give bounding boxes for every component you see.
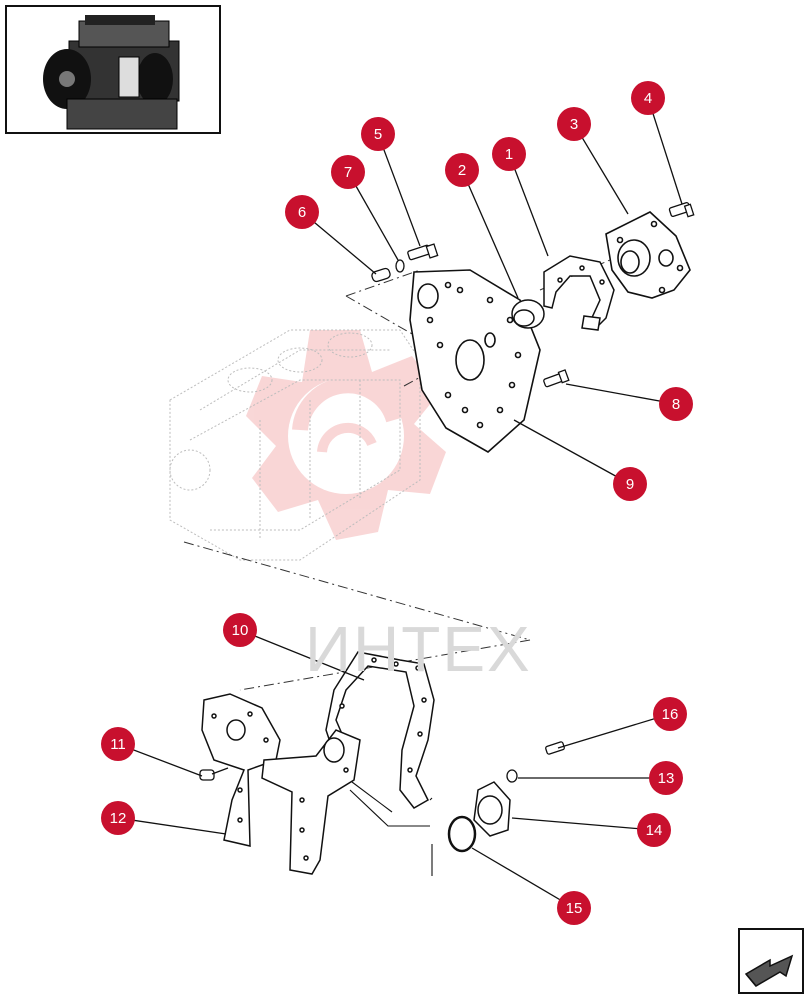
callout-3: 3 (557, 107, 591, 141)
pin-part-6 (371, 267, 391, 283)
svg-text:4: 4 (644, 90, 652, 107)
callout-7: 7 (331, 155, 365, 189)
engine-thumbnail (5, 5, 221, 134)
bolt-part-8 (543, 369, 570, 388)
cover-part-14 (473, 781, 511, 837)
watermark-text: ИНТЕХ (305, 613, 532, 685)
svg-text:2: 2 (458, 162, 466, 179)
svg-text:13: 13 (658, 770, 675, 787)
next-page-button[interactable] (738, 928, 804, 994)
svg-text:16: 16 (662, 706, 679, 723)
svg-text:6: 6 (298, 204, 306, 221)
svg-text:11: 11 (110, 736, 126, 753)
nut-part-13 (506, 769, 518, 783)
bracket-part-1 (543, 255, 615, 331)
callout-10: 10 (223, 613, 257, 647)
callout-5: 5 (361, 117, 395, 151)
callout-13: 13 (649, 761, 683, 795)
svg-text:12: 12 (110, 810, 127, 827)
svg-text:3: 3 (570, 116, 578, 133)
reference-lines (349, 781, 433, 876)
callout-14: 14 (637, 813, 671, 847)
o-ring-part-15 (447, 815, 477, 853)
callout-9: 9 (613, 467, 647, 501)
next-page-arrow-icon (744, 954, 794, 987)
callout-4: 4 (631, 81, 665, 115)
callout-6: 6 (285, 195, 319, 229)
engine-block-outline (169, 329, 421, 561)
callout-2: 2 (445, 153, 479, 187)
svg-text:1: 1 (505, 146, 513, 163)
bolt-part-5 (407, 243, 439, 261)
seal-part-2 (511, 299, 545, 329)
callout-8: 8 (659, 387, 693, 421)
callout-16: 16 (653, 697, 687, 731)
svg-text:9: 9 (626, 476, 634, 493)
svg-text:10: 10 (232, 622, 249, 639)
front-plate-part-12 (201, 693, 361, 875)
engine-thumbnail-icon (43, 15, 180, 130)
bolt-part-11 (199, 767, 229, 781)
callout-11: 11 (101, 727, 135, 761)
callout-15: 15 (557, 891, 591, 925)
housing-part-3 (605, 211, 691, 299)
intex-gear-logo (246, 330, 446, 540)
svg-text:7: 7 (344, 164, 352, 181)
svg-text:5: 5 (374, 126, 382, 143)
svg-text:14: 14 (646, 822, 663, 839)
washer-part-7 (395, 259, 405, 273)
callout-1: 1 (492, 137, 526, 171)
bolt-part-16 (545, 741, 565, 755)
callout-12: 12 (101, 801, 135, 835)
svg-text:15: 15 (566, 900, 583, 917)
bolt-part-4 (668, 202, 695, 218)
svg-text:8: 8 (672, 396, 680, 413)
rear-plate-part-9 (409, 269, 541, 453)
